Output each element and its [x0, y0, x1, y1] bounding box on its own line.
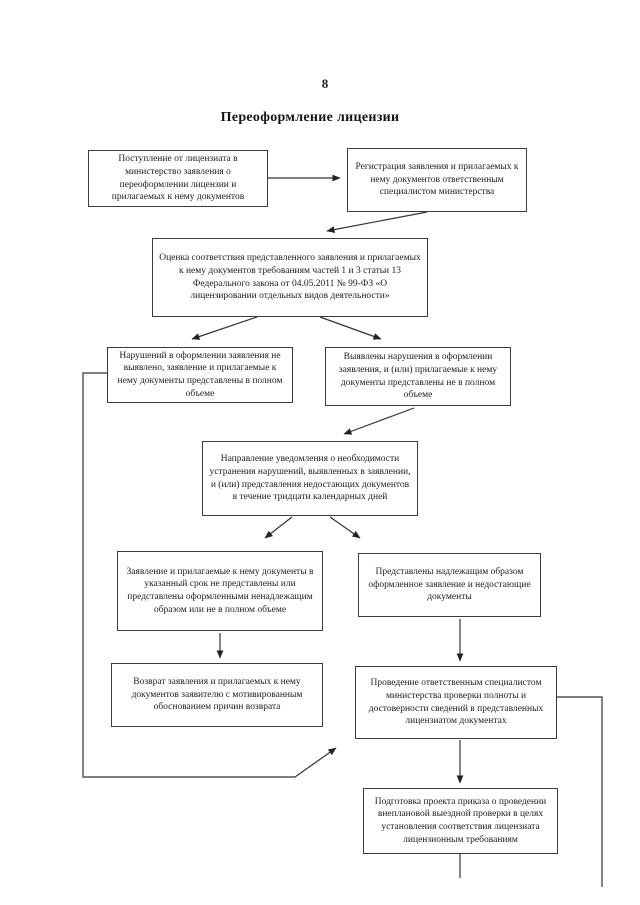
flow-node-label: Заявление и прилагаемые к нему документы… [126, 566, 314, 615]
flow-node-documents-not-submitted: Заявление и прилагаемые к нему документы… [117, 551, 323, 631]
flow-node-label: Выявлены нарушения в оформлении заявлени… [338, 352, 498, 401]
flow-node-label: Поступление от лицензиата в министерство… [111, 154, 245, 203]
page-title: Переоформление лицензии [220, 110, 400, 125]
connector-n10-next-page [557, 696, 603, 887]
flow-node-label: Оценка соответствия представленного заяв… [159, 253, 421, 302]
flow-node-application-returned: Возврат заявления и прилагаемых к нему д… [111, 663, 323, 727]
flow-node-label: Регистрация заявления и прилагаемых к не… [355, 162, 519, 198]
connector-n3-n5 [319, 316, 382, 340]
flow-node-registration: Регистрация заявления и прилагаемых к не… [347, 148, 527, 212]
flow-node-label: Направление уведомления о необходимости … [209, 454, 411, 503]
flow-node-verification-check: Проведение ответственным специалистом ми… [355, 666, 557, 739]
flow-node-violations-found: Выявлены нарушения в оформлении заявлени… [325, 347, 511, 406]
flow-node-documents-submitted-properly: Представлены надлежащим образом оформлен… [358, 553, 541, 617]
connector-n2-n3 [326, 211, 428, 233]
flow-node-notification-sent: Направление уведомления о необходимости … [202, 441, 418, 516]
flow-node-label: Подготовка проекта приказа о проведении … [374, 796, 547, 845]
page-number: 8 [321, 76, 329, 91]
connector-n3-n4 [191, 316, 258, 340]
flow-node-no-violations: Нарушений в оформлении заявления не выяв… [107, 347, 293, 403]
flow-node-draft-order-preparation: Подготовка проекта приказа о проведении … [363, 788, 558, 854]
connector-n6-n7 [264, 516, 293, 539]
flow-node-compliance-assessment: Оценка соответствия представленного заяв… [152, 238, 428, 317]
flow-node-label: Нарушений в оформлении заявления не выяв… [117, 350, 283, 399]
flow-node-label: Возврат заявления и прилагаемых к нему д… [131, 677, 303, 713]
flow-node-label: Представлены надлежащим образом оформлен… [368, 567, 531, 603]
flow-node-application-received: Поступление от лицензиата в министерство… [88, 150, 268, 207]
flow-node-label: Проведение ответственным специалистом ми… [368, 678, 544, 727]
connector-n6-n8 [329, 516, 361, 539]
connector-n5-n6 [343, 407, 415, 435]
